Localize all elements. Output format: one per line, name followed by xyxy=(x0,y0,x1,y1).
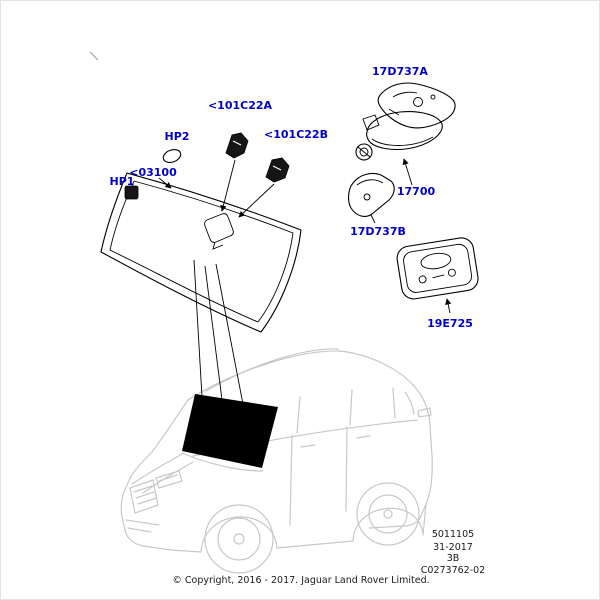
vehicle-sketch xyxy=(120,348,433,574)
reference-fan-lines xyxy=(193,259,248,440)
part-label-03100[interactable]: <03100 xyxy=(129,166,177,179)
footer-catalog-number: 5011105 xyxy=(432,529,474,540)
footer-drawing-ref: C0273762-02 xyxy=(421,565,485,576)
part-label-hp1[interactable]: HP1 xyxy=(110,175,135,188)
footer-sheet: 3B xyxy=(447,553,460,564)
footer-issue: 31-2017 xyxy=(433,542,473,553)
part-label-17d737a[interactable]: 17D737A xyxy=(372,65,428,78)
cover-17d737a-drawing xyxy=(377,82,456,129)
console-19e725-drawing xyxy=(396,237,479,300)
vehicle-windshield-highlight xyxy=(182,394,278,468)
part-label-101c22b[interactable]: <101C22B xyxy=(264,128,328,141)
bracket-101c22b-drawing xyxy=(265,157,290,183)
part-label-17700[interactable]: 17700 xyxy=(397,185,436,198)
cover-17d737b-drawing xyxy=(348,172,395,217)
windshield-glass-drawing xyxy=(100,172,302,333)
part-label-19e725[interactable]: 19E725 xyxy=(427,317,473,330)
mirror-mount-boss xyxy=(204,213,234,243)
registration-tick xyxy=(89,51,99,61)
footer-copyright: © Copyright, 2016 - 2017. Jaguar Land Ro… xyxy=(172,575,429,586)
rear-view-mirror-drawing xyxy=(355,111,443,161)
pad-hp1-drawing xyxy=(124,185,139,200)
part-label-17d737b[interactable]: 17D737B xyxy=(350,225,406,238)
part-label-101c22a[interactable]: <101C22A xyxy=(208,99,273,112)
leader-lines xyxy=(158,158,452,314)
grommet-hp2-drawing xyxy=(162,149,182,163)
bracket-101c22a-drawing xyxy=(225,132,249,159)
part-label-hp2[interactable]: HP2 xyxy=(165,130,190,143)
